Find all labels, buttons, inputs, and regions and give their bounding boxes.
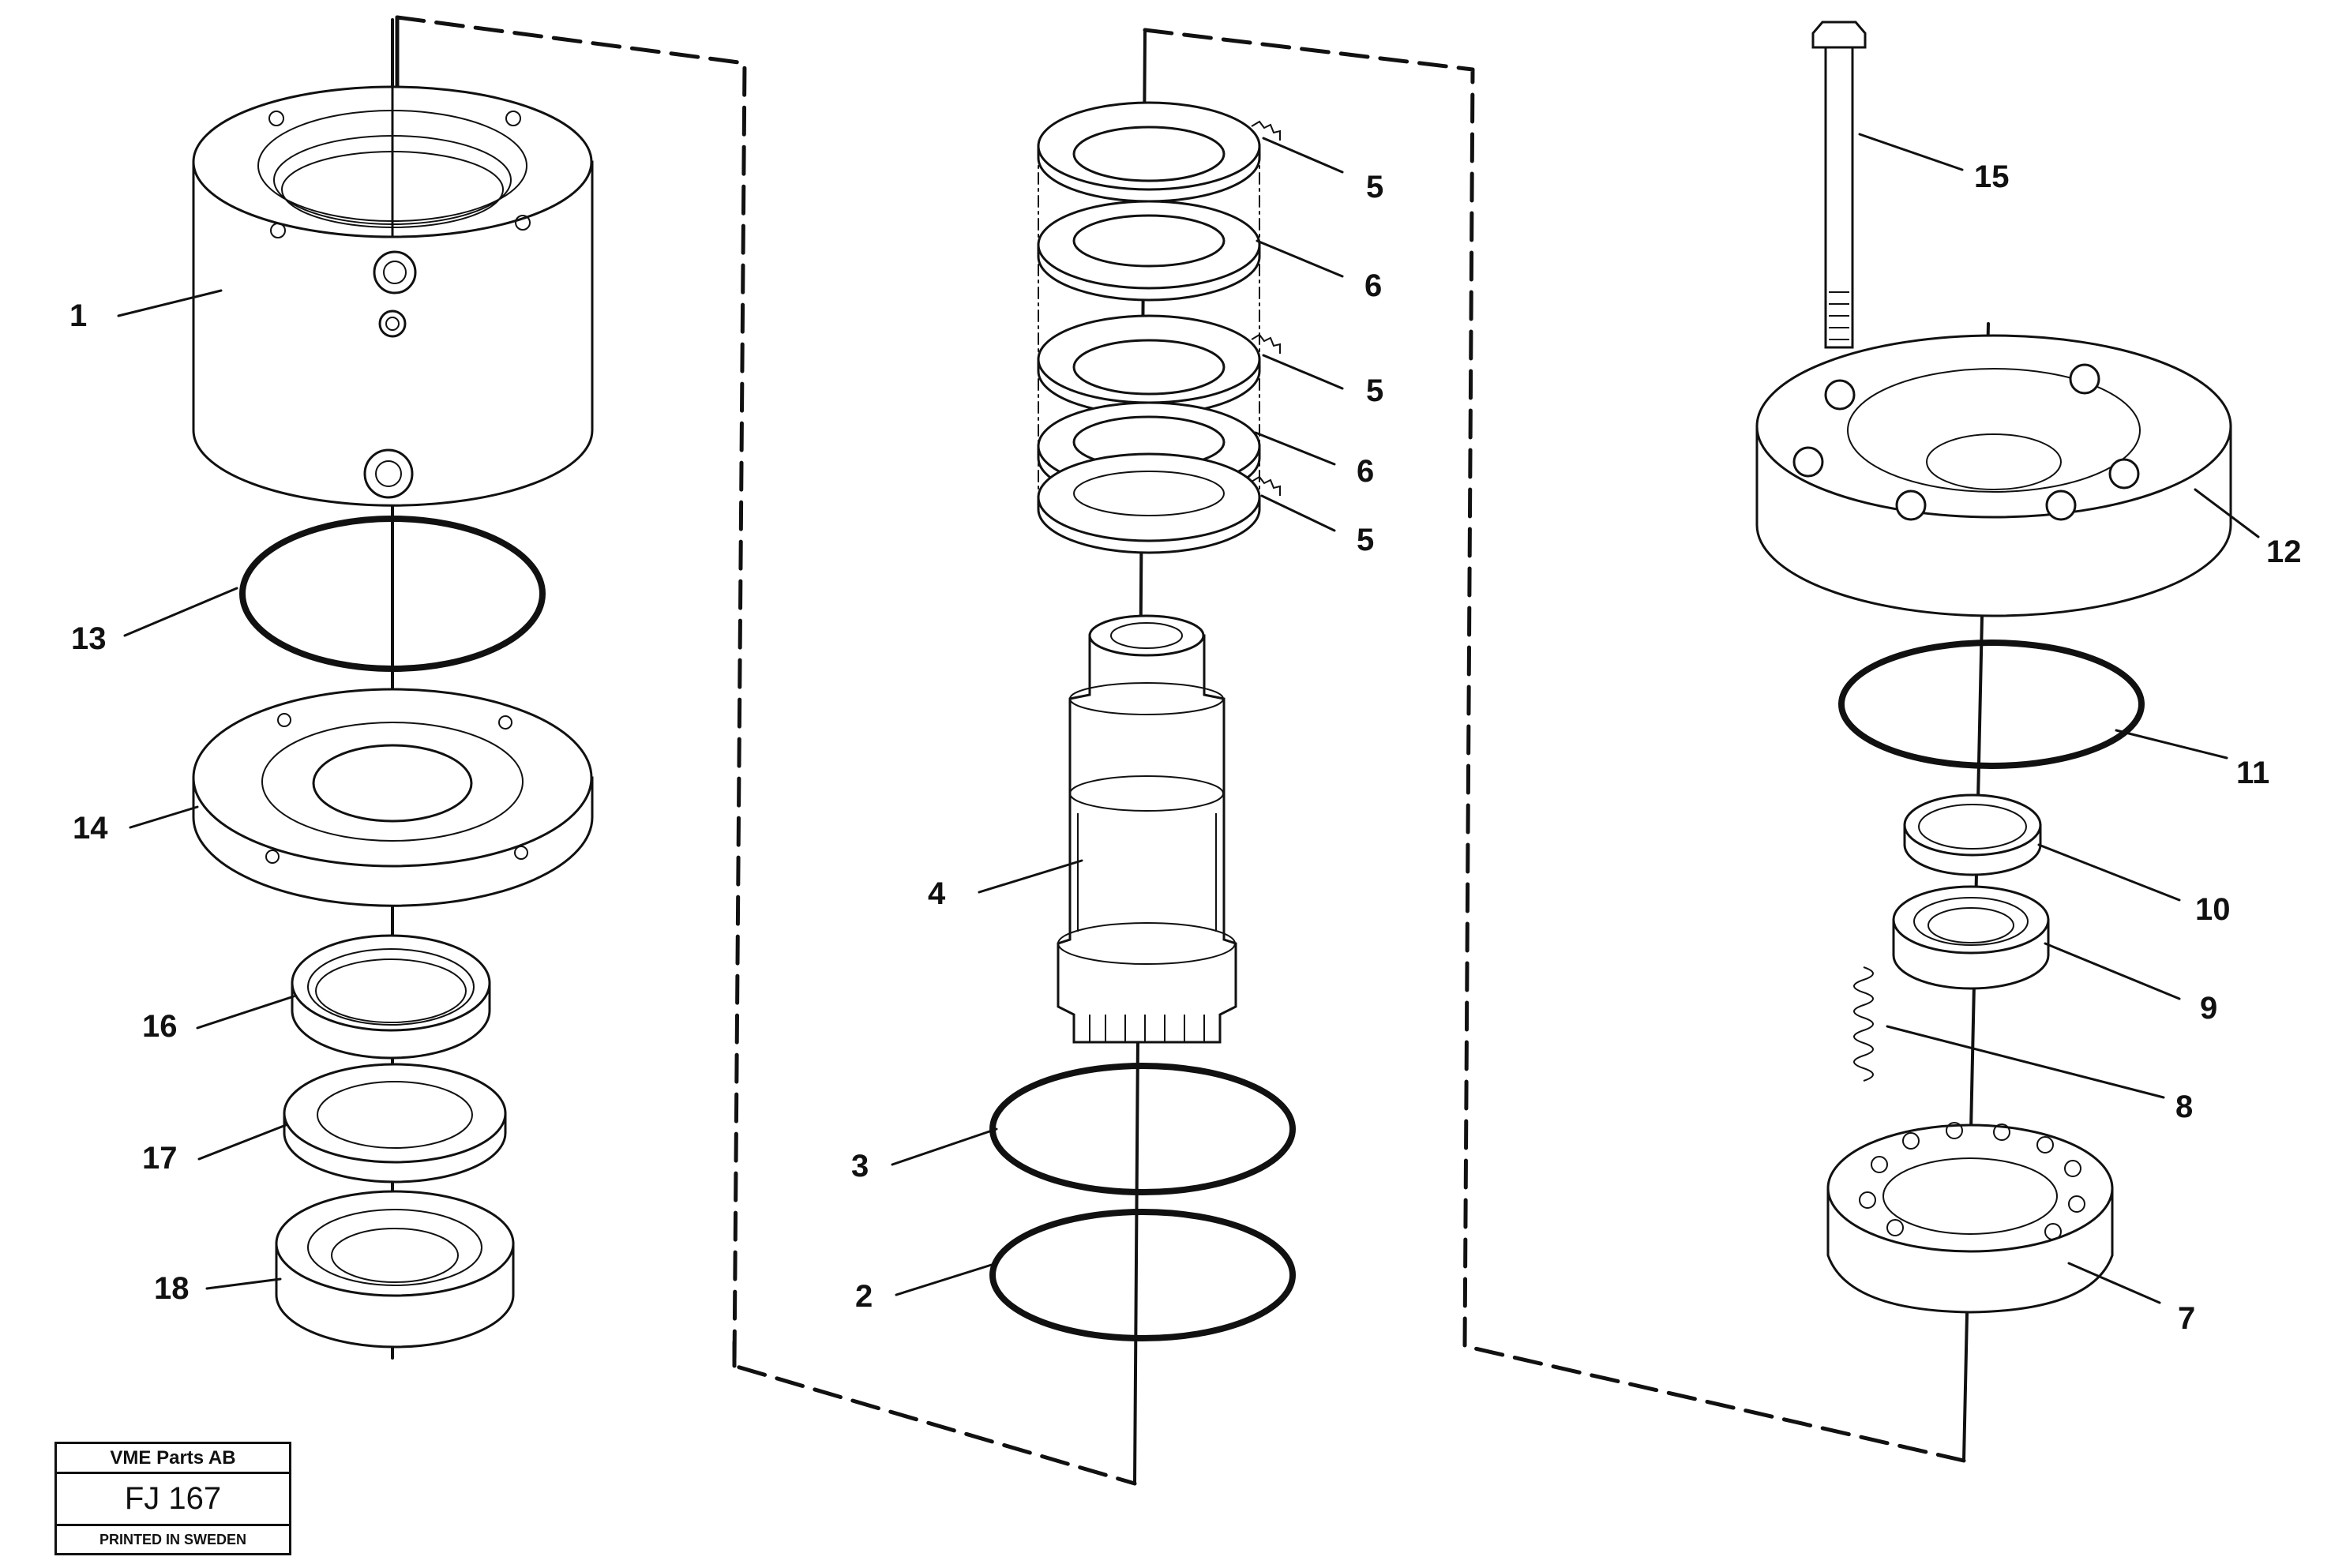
part-1-housing xyxy=(192,46,594,507)
part-8-spring xyxy=(1853,966,1874,1082)
callout-11: 11 xyxy=(2236,756,2269,790)
callout-18: 18 xyxy=(154,1271,190,1306)
part-5-friction-disc-top xyxy=(1037,101,1281,203)
part-11-o-ring xyxy=(1838,640,2145,769)
part-14-flange xyxy=(192,688,594,907)
callout-4: 4 xyxy=(928,876,946,911)
callout-6b: 6 xyxy=(1357,454,1374,489)
stamp-company: VME Parts AB xyxy=(57,1444,289,1474)
callout-7: 7 xyxy=(2178,1301,2195,1336)
part-5-friction-disc-bottom xyxy=(1037,452,1281,554)
part-2-o-ring xyxy=(989,1209,1296,1341)
callout-5a: 5 xyxy=(1366,170,1383,204)
part-16-seal xyxy=(291,934,491,1060)
part-7-piston xyxy=(1826,1122,2114,1314)
callout-8: 8 xyxy=(2175,1090,2193,1124)
callout-13: 13 xyxy=(71,621,107,656)
stamp-printed-note: PRINTED IN SWEDEN xyxy=(99,1531,246,1547)
part-17-washer xyxy=(283,1063,507,1184)
callout-16: 16 xyxy=(142,1009,178,1044)
callout-9: 9 xyxy=(2200,991,2217,1026)
part-15-bolt xyxy=(1811,21,1867,349)
part-6-steel-disc-top xyxy=(1037,200,1261,302)
stamp-figure-number: FJ 167 xyxy=(57,1474,289,1526)
callout-6a: 6 xyxy=(1364,268,1382,303)
part-10-seal-ring xyxy=(1903,793,2042,876)
callout-labels: 1 13 14 16 17 18 4 3 2 5 6 5 6 5 15 12 1… xyxy=(69,159,2302,1336)
part-3-o-ring xyxy=(989,1063,1296,1195)
callout-15: 15 xyxy=(1974,159,2010,194)
callout-10: 10 xyxy=(2195,892,2231,927)
callout-14: 14 xyxy=(73,811,108,846)
part-13-o-ring xyxy=(239,516,546,672)
callout-5c: 5 xyxy=(1357,523,1374,557)
part-4-shaft xyxy=(1057,614,1237,1044)
callout-1: 1 xyxy=(69,298,87,333)
part-9-bearing xyxy=(1892,885,2050,990)
title-block-stamp: VME Parts AB FJ 167 PRINTED IN SWEDEN xyxy=(54,1442,291,1555)
callout-5b: 5 xyxy=(1366,373,1383,408)
callout-3: 3 xyxy=(851,1149,869,1184)
part-12-cover xyxy=(1755,334,2232,617)
callout-2: 2 xyxy=(855,1279,873,1314)
callout-17: 17 xyxy=(142,1141,178,1176)
part-5-friction-disc-middle xyxy=(1037,314,1281,416)
part-18-bearing xyxy=(275,1190,515,1349)
leader-lines xyxy=(117,133,2260,1304)
callout-12: 12 xyxy=(2266,535,2302,569)
